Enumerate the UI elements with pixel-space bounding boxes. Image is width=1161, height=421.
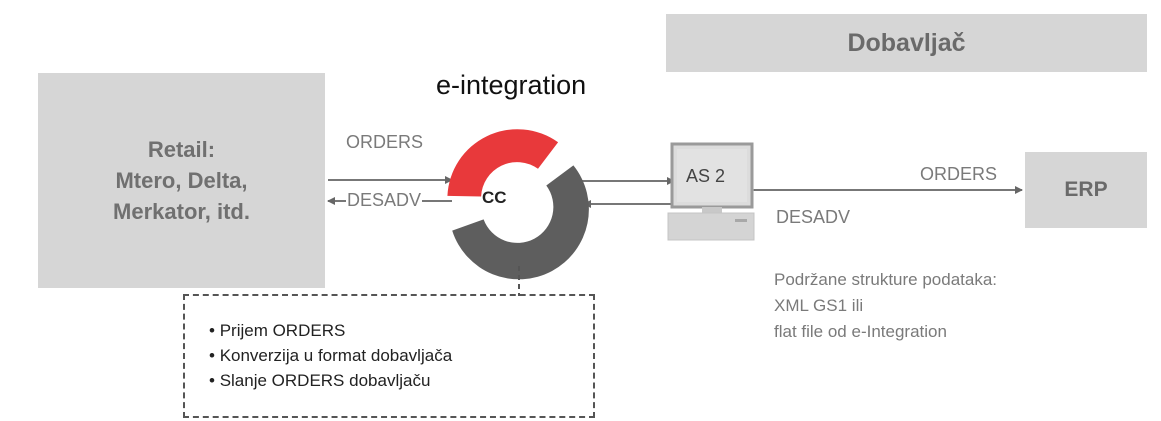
computer-icon [667, 142, 755, 241]
note-item: Prijem ORDERS [209, 318, 593, 343]
orders-label-left: ORDERS [346, 132, 424, 152]
supported-line: Podržane strukture podataka: [774, 270, 998, 289]
supported-line: XML GS1 ili [774, 296, 864, 315]
retail-box: Retail: Mtero, Delta, Merkator, itd. [38, 73, 325, 288]
cc-logo [447, 129, 589, 280]
erp-box: ERP [1025, 152, 1147, 228]
supplier-label: Dobavljač [847, 28, 966, 57]
retail-line: Mtero, Delta, [115, 168, 248, 193]
as2-label: AS 2 [686, 166, 726, 186]
supplier-banner: Dobavljač [666, 14, 1147, 72]
erp-label: ERP [1064, 178, 1108, 201]
note-item: Konverzija u format dobavljača [209, 343, 593, 368]
retail-line: Retail: [147, 137, 216, 162]
note-item: Slanje ORDERS dobavljaču [209, 368, 593, 393]
logo-red-arc [447, 129, 559, 197]
logo-dark-arc [452, 165, 589, 280]
supported-structures: Podržane strukture podataka: XML GS1 ili… [774, 267, 997, 345]
supported-line: flat file od e-Integration [774, 322, 947, 341]
cc-logo-label: CC [482, 188, 507, 207]
diagram-title: e-integration [436, 70, 587, 100]
desadv-label-right: DESADV [776, 207, 851, 227]
retail-line: Merkator, itd. [113, 199, 250, 224]
desadv-label-left: DESADV [346, 190, 423, 211]
orders-label-right: ORDERS [920, 164, 998, 184]
process-notes-box: Prijem ORDERS Konverzija u format dobavl… [183, 294, 595, 418]
